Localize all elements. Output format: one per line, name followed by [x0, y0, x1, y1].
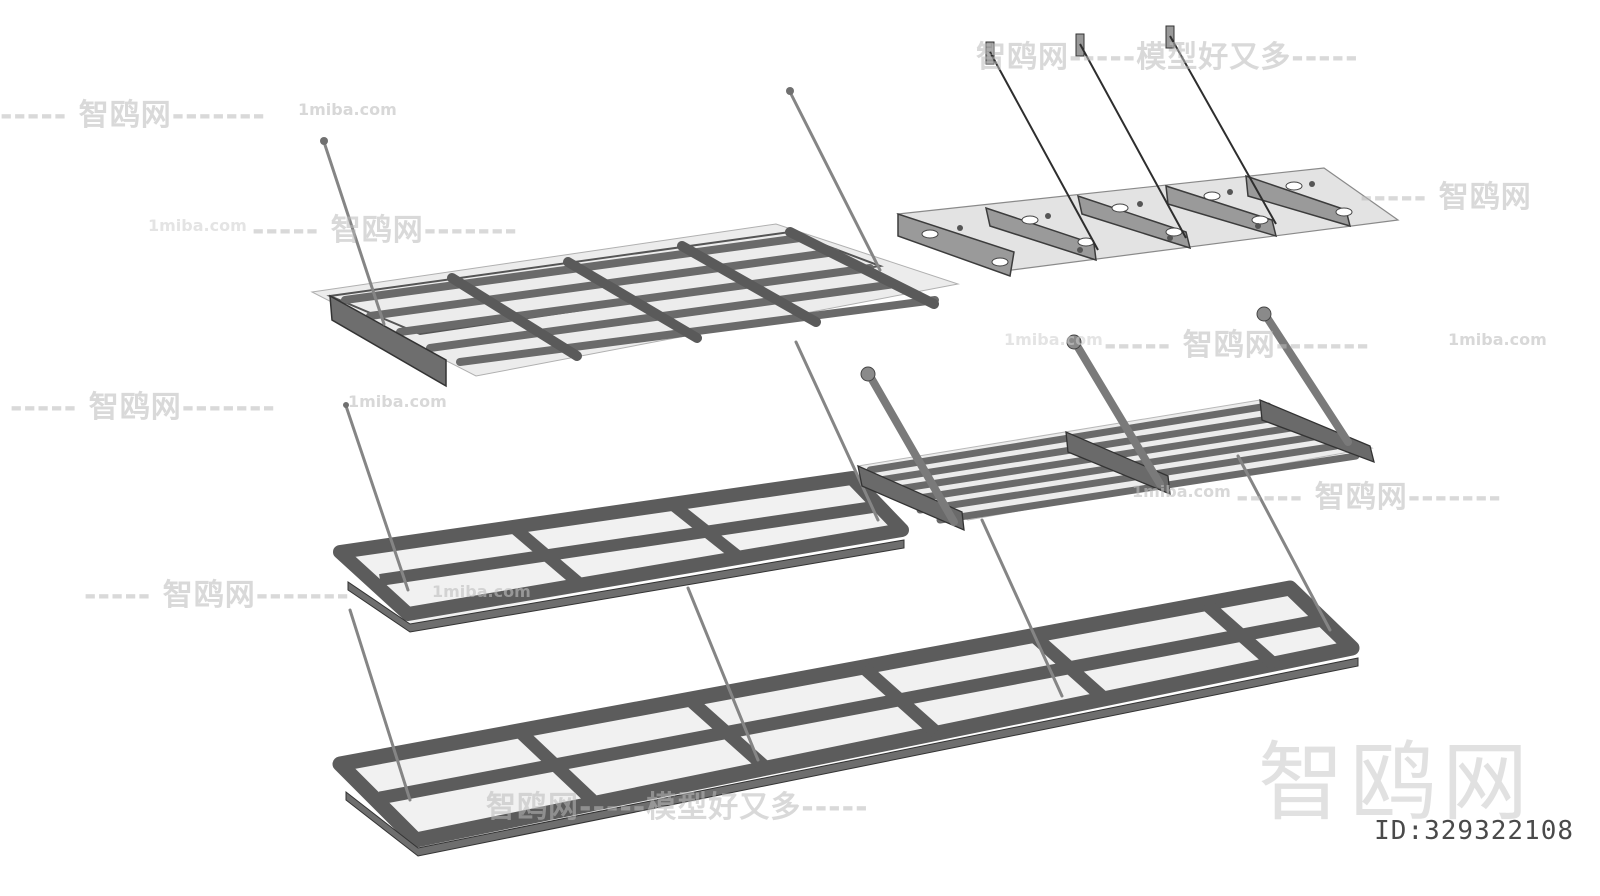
canopy-frame-middle-left	[333, 340, 909, 633]
watermark-brand: ----- 智鸥网-------	[1236, 480, 1502, 515]
canopy-frame-bottom-long	[332, 454, 1360, 857]
watermark-brand-large: 智鸥网	[1258, 733, 1534, 833]
watermark-brand: ----- 智鸥网-------	[0, 98, 266, 133]
model-id-label: ID:329322108	[1374, 816, 1574, 846]
watermark-site: 1miba.com	[1448, 330, 1547, 349]
watermark-brand-slogan: 智鸥网-----模型好又多-----	[976, 40, 1359, 75]
watermark-site: 1miba.com	[298, 100, 397, 119]
watermark-site: 1miba.com	[348, 392, 447, 411]
watermark-brand: ----- 智鸥网-------	[1104, 328, 1370, 363]
watermark-site: 1miba.com	[432, 582, 531, 601]
canopy-glass-top-right	[895, 25, 1400, 278]
watermark-brand: ----- 智鸥网-------	[84, 578, 350, 613]
watermark-brand-slogan: 智鸥网-----模型好又多-----	[486, 790, 869, 825]
watermark-site: 1miba.com	[148, 216, 247, 235]
watermark-brand: ----- 智鸥网-------	[252, 213, 518, 248]
canopy-slatted-middle-right	[856, 306, 1375, 532]
canopy-slatted-top-left	[310, 87, 960, 388]
watermark-site: 1miba.com	[1004, 330, 1103, 349]
watermark-site: 1miba.com	[1132, 482, 1231, 501]
watermark-brand: ----- 智鸥网	[1360, 180, 1532, 215]
watermark-brand: ----- 智鸥网-------	[10, 390, 276, 425]
